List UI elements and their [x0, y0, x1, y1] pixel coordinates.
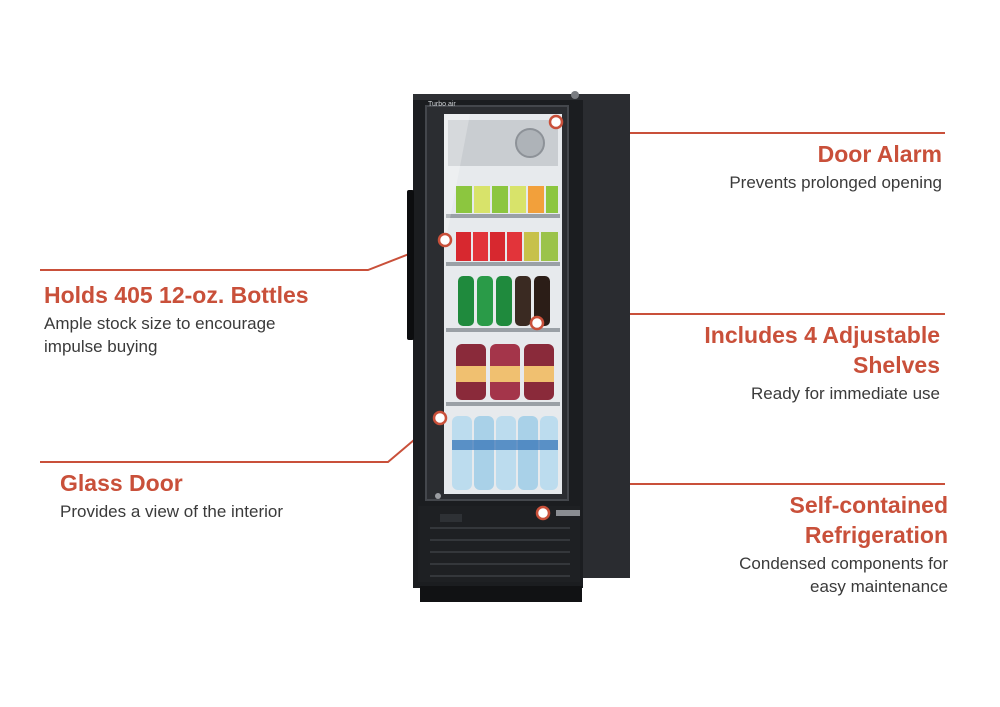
- shelf-4: [446, 402, 560, 406]
- grille-slats: [430, 527, 570, 577]
- dot-capacity: [437, 232, 453, 248]
- leader-capacity: [40, 239, 446, 271]
- dot-door-alarm: [548, 114, 564, 130]
- fan-icon: [515, 128, 545, 158]
- callout-glass-door: Glass Door Provides a view of the interi…: [60, 468, 283, 523]
- cabinet-base: [420, 586, 582, 602]
- dot-glass-door: [432, 410, 448, 426]
- callout-capacity-desc-1: Ample stock size to encourage: [44, 314, 276, 333]
- cabinet-top-trim: [413, 94, 630, 100]
- callout-shelves-title-2: Shelves: [853, 352, 940, 378]
- row-bottles-green: [458, 276, 550, 326]
- door-handle: [407, 190, 414, 340]
- callout-refrigeration-title-1: Self-contained: [789, 492, 948, 518]
- callout-capacity: Holds 405 12-oz. Bottles Ample stock siz…: [44, 280, 309, 358]
- callout-capacity-title: Holds 405 12-oz. Bottles: [44, 282, 309, 308]
- callout-capacity-desc-2: impulse buying: [44, 337, 158, 356]
- callout-shelves-desc: Ready for immediate use: [751, 384, 940, 403]
- shelf-2: [446, 262, 560, 266]
- callout-dots: [432, 114, 564, 521]
- callout-refrigeration-desc-1: Condensed components for: [739, 554, 948, 573]
- thermostat-panel: [440, 514, 462, 522]
- callout-door-alarm-desc: Prevents prolonged opening: [729, 173, 942, 192]
- row-cans-green: [456, 186, 558, 213]
- leader-glass-door: [40, 417, 441, 463]
- door-alarm-sensor: [571, 91, 579, 99]
- callout-shelves: Includes 4 Adjustable Shelves Ready for …: [704, 320, 940, 405]
- callout-door-alarm: Door Alarm Prevents prolonged opening: [729, 139, 942, 194]
- door-lock-icon: [435, 493, 441, 499]
- brand-logo: Turbo air: [428, 101, 456, 108]
- row-cans-red: [456, 232, 558, 261]
- callout-glass-door-desc: Provides a view of the interior: [60, 502, 283, 521]
- callout-glass-door-title: Glass Door: [60, 470, 183, 496]
- callout-shelves-title-1: Includes 4 Adjustable: [704, 322, 940, 348]
- row-water-bottles: [452, 416, 558, 490]
- shelf-1: [446, 214, 560, 218]
- callout-door-alarm-title: Door Alarm: [817, 141, 942, 167]
- dot-refrigeration: [535, 505, 551, 521]
- merchandiser-cabinet: Turbo air: [407, 91, 630, 602]
- shelf-3: [446, 328, 560, 332]
- brand-badge: [556, 510, 580, 516]
- dot-shelves: [529, 315, 545, 331]
- callout-refrigeration-title-2: Refrigeration: [804, 522, 948, 548]
- row-juice-jugs: [456, 344, 554, 400]
- callout-refrigeration-desc-2: easy maintenance: [810, 577, 948, 596]
- callout-refrigeration: Self-contained Refrigeration Condensed c…: [739, 490, 948, 598]
- glass-reflection: [444, 114, 470, 250]
